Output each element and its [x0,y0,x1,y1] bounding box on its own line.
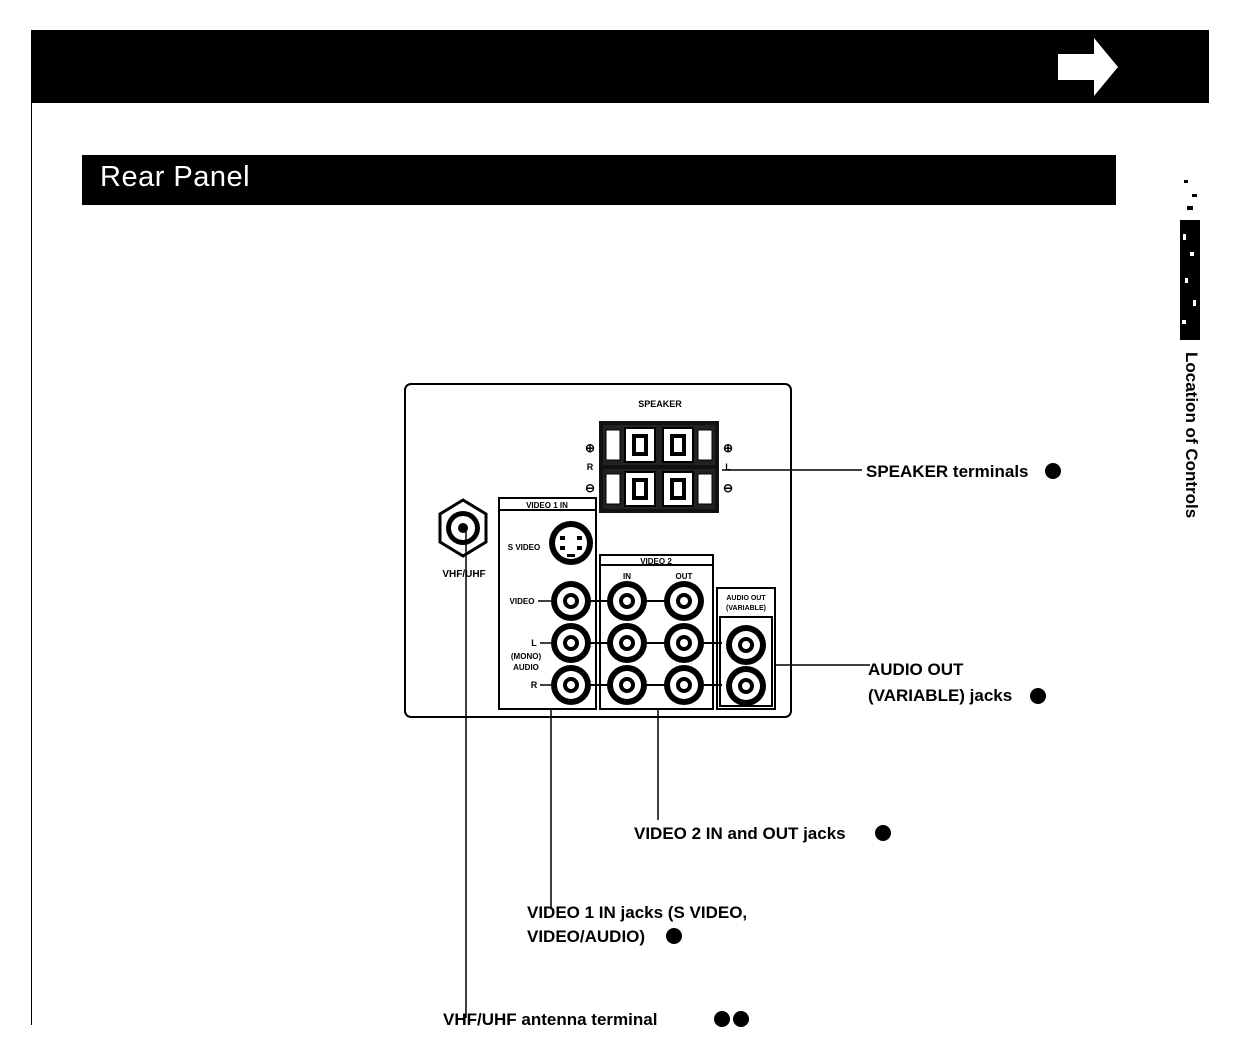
speaker-terminals-block [599,421,719,513]
video2-in-label: IN [623,572,631,581]
vhf-ref-bullet-2 [733,1011,749,1027]
speaker-ref-bullet [1045,463,1061,479]
video1-audio-l-jack[interactable] [551,623,591,663]
video1-heading: VIDEO 1 IN [526,501,568,510]
audio-out-l-jack[interactable] [726,625,766,665]
video2-jacks [591,581,722,705]
video2-out-audio-l-jack[interactable] [664,623,704,663]
video1-audio-r-jack[interactable] [551,665,591,705]
speaker-terminals-callout: SPEAKER terminals [866,462,1029,481]
video1-callout-line1: VIDEO 1 IN jacks (S VIDEO, [527,903,747,922]
video2-out-video-jack[interactable] [664,581,704,621]
speaker-l-plus-label: ⊕ [723,441,733,455]
vhf-uhf-label: VHF/UHF [442,569,485,580]
mono-label: (MONO) [511,652,542,661]
l-mono-label: L [531,638,537,648]
audio-label: AUDIO [513,663,539,672]
vhf-uhf-terminal[interactable] [440,500,486,556]
audio-out-sub: (VARIABLE) [726,605,766,612]
audio-out-callout-line1: AUDIO OUT [868,660,964,679]
r-label: R [531,680,538,690]
video1-video-jack[interactable] [551,581,591,621]
vhf-ref-bullet-1 [714,1011,730,1027]
speaker-l-minus-label: ⊖ [723,481,733,495]
video2-out-audio-r-jack[interactable] [664,665,704,705]
video2-in-audio-r-jack[interactable] [607,665,647,705]
s-video-jack[interactable] [549,521,593,565]
audio-out-ref-bullet [1030,688,1046,704]
video2-out-label: OUT [676,572,693,581]
video2-callout: VIDEO 2 IN and OUT jacks [634,824,846,843]
audio-out-r-jack[interactable] [726,666,766,706]
s-video-label: S VIDEO [508,543,540,552]
audio-out-heading: AUDIO OUT [726,595,766,602]
video1-ref-bullet [666,928,682,944]
speaker-r-minus-label: ⊖ [585,481,595,495]
speaker-r-plus-label: ⊕ [585,441,595,455]
vhf-uhf-callout: VHF/UHF antenna terminal [443,1010,657,1029]
video-label: VIDEO [510,597,535,606]
video1-callout-line2: VIDEO/AUDIO) [527,927,645,946]
video2-ref-bullet [875,825,891,841]
video2-in-video-jack[interactable] [607,581,647,621]
speaker-heading: SPEAKER [638,399,682,409]
video2-in-audio-l-jack[interactable] [607,623,647,663]
audio-out-callout-line2: (VARIABLE) jacks [868,686,1012,705]
speaker-r-label: R [587,462,594,472]
video2-heading: VIDEO 2 [640,557,672,566]
